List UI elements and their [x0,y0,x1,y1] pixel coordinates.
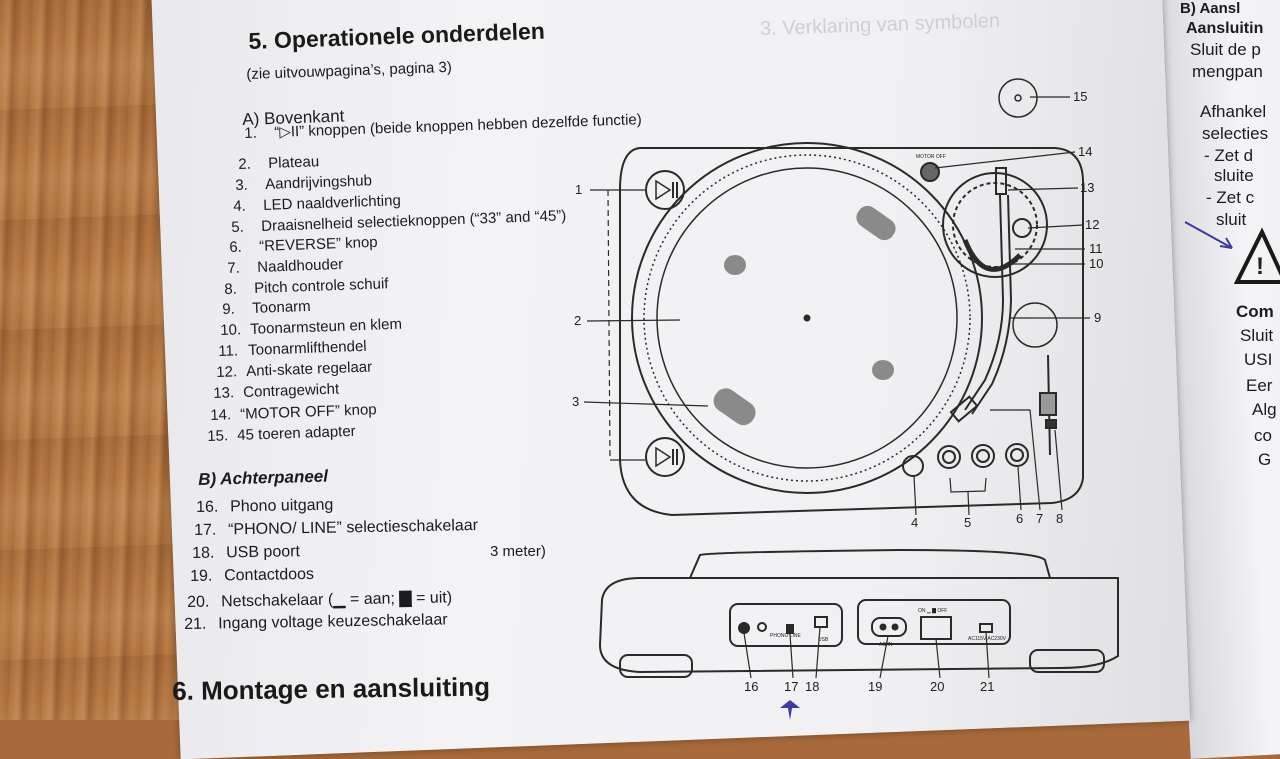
right-page-line: co [1254,426,1272,445]
back-callout-lines [743,626,990,679]
callout-number: 4 [911,515,918,530]
callout-number: 5 [964,515,971,530]
right-page-line: Eer [1246,376,1273,395]
callout-number: 20 [930,679,944,694]
power-switch [920,616,952,640]
warning-icon [1233,227,1280,284]
right-page-line: - Zet d [1204,146,1254,165]
right-page-line: Sluit de p [1190,40,1261,59]
arm-rest-area [1012,302,1058,348]
callout-number: 6 [1016,511,1023,526]
callout-number: 21 [980,679,994,694]
turntable-diagram: MOTOR OFF [572,78,1280,720]
headshell [949,395,979,423]
callout-number: 16 [744,679,758,694]
callout-number: 2 [574,313,581,328]
right-page-line: Alg [1252,400,1277,419]
right-page-line: Afhankel [1200,102,1267,121]
hand-drawn-mark [780,700,800,720]
platter-strobe [643,154,971,482]
callout-number: 14 [1078,144,1092,159]
svg-text:PHONO LINE: PHONO LINE [770,633,802,639]
back-panel-labels: PHONO LINE USB AC IN~ ON ▁ ▇ OFF AC115V … [770,608,1007,648]
speed-buttons [902,443,1029,477]
platter-pads [713,205,896,426]
callout-number: 19 [868,679,882,694]
usb-note: 3 meter) [490,543,546,560]
spindle [803,314,811,322]
right-page-line: - Zet c [1206,188,1255,207]
motor-off-label: MOTOR OFF [916,154,946,160]
callout-number: 17 [784,679,798,694]
right-page-line: mengpan [1192,62,1263,81]
ac-socket [871,617,907,637]
svg-text:USB: USB [818,637,829,643]
tonearm [949,167,1013,423]
pitch-slider [1039,354,1057,456]
play-pause-button-bottom [645,437,685,477]
right-page-line: selecties [1202,124,1269,143]
right-page-line: USI [1244,350,1273,369]
right-page-line: sluite [1214,166,1254,185]
callout-number: 12 [1085,217,1099,232]
callout-number: 15 [1073,89,1087,104]
svg-text:AC115V AC230V: AC115V AC230V [968,636,1007,642]
callout-number: 13 [1080,180,1094,195]
right-page-line: B) Aansl [1180,0,1241,17]
right-page-line: Com [1236,302,1274,321]
callout-number: 11 [1089,241,1103,256]
motor-off-button [920,162,940,182]
svg-text:ON ▁ ▇ OFF: ON ▁ ▇ OFF [918,608,947,614]
phono-line-switch [786,624,794,634]
hand-drawn-arrow [1184,221,1233,249]
turntable-top-view [619,142,1084,517]
callout-number: 10 [1089,256,1103,271]
right-page-line: G [1258,450,1272,469]
45-adapter-icon [998,78,1038,118]
turntable-back-view [598,548,1119,678]
callout-number: 3 [572,394,579,409]
usb-port [814,616,828,628]
right-page-line: Aansluitin [1186,20,1264,37]
callout-number: 7 [1036,511,1043,526]
back-callout-numbers: 16 17 18 19 20 21 [744,679,994,694]
svg-text:AC IN~: AC IN~ [879,642,895,648]
phono-out-jack [738,622,750,634]
callout-number: 8 [1056,511,1063,526]
counterweight [995,167,1007,195]
callout-number: 18 [805,679,819,694]
warning-exclamation: ! [1256,253,1264,280]
voltage-switch [979,623,993,633]
right-page-line: sluit [1216,210,1247,229]
platter-mat [656,167,958,469]
callout-number: 9 [1094,310,1101,325]
phono-ground [757,622,767,632]
right-page-line: Sluit [1240,326,1274,345]
callout-lines [583,96,1090,516]
play-pause-button-top [645,170,685,210]
platter-outer [631,142,983,494]
callout-number: 1 [575,182,582,197]
